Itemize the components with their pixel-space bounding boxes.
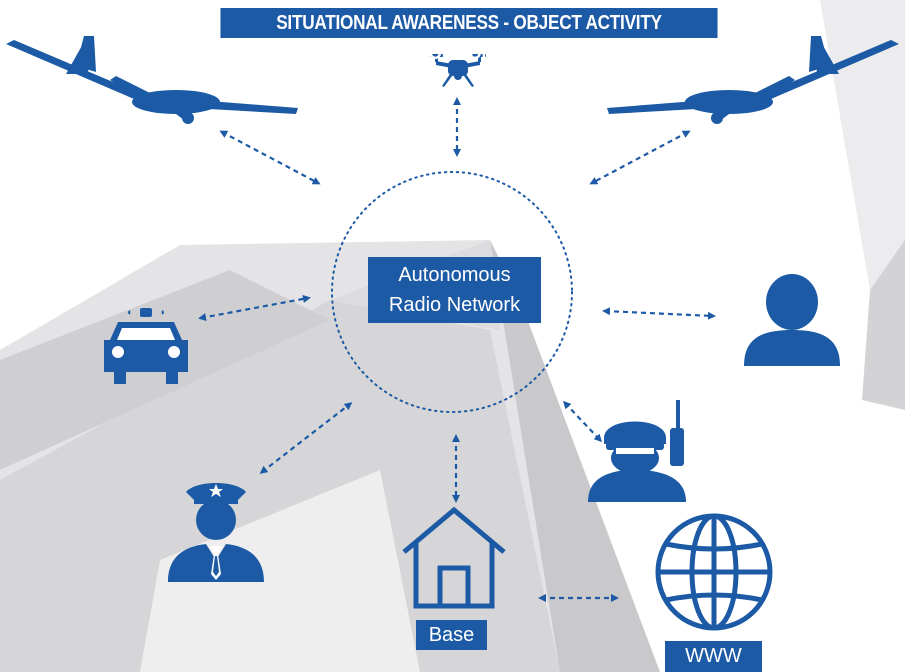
soldier-icon [588, 400, 686, 502]
globe-icon [655, 513, 773, 631]
arrow-officer [259, 402, 353, 474]
police-officer-icon [168, 483, 264, 582]
arrow-soldier [562, 400, 603, 443]
arrow-left-drone [219, 130, 321, 185]
fixed-wing-drone-icon [6, 36, 298, 124]
network-label-line1: Autonomous [398, 264, 511, 286]
arrow-right-drone [589, 130, 691, 185]
fixed-wing-drone-icon [607, 36, 899, 124]
network-circle [331, 171, 573, 413]
arrow-user [602, 307, 716, 320]
police-car-icon [104, 308, 188, 384]
www-label: WWW [665, 641, 762, 672]
network-label: Autonomous Radio Network [368, 257, 541, 323]
arrow-police-car [198, 294, 311, 322]
user-icon [744, 274, 840, 366]
base-label: Base [416, 620, 487, 650]
network-label-line2: Radio Network [388, 294, 521, 316]
house-icon [402, 506, 506, 609]
quadcopter-icon [430, 54, 486, 87]
page-title: SITUATIONAL AWARENESS - OBJECT ACTIVITY … [220, 8, 718, 64]
